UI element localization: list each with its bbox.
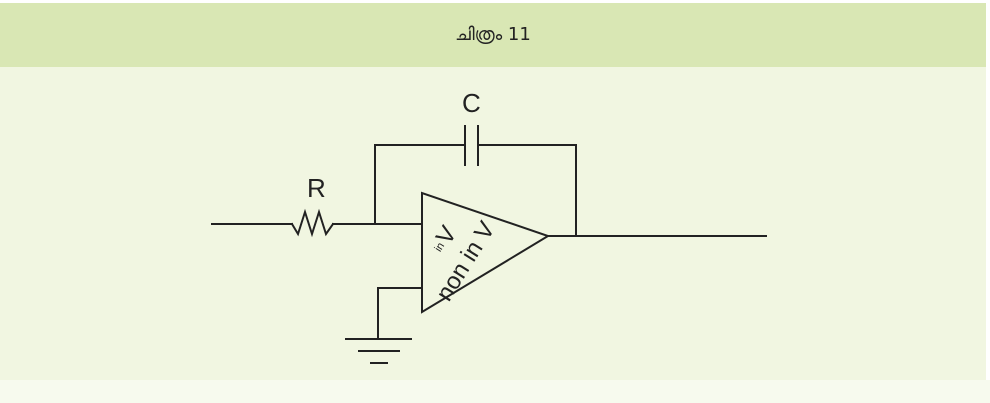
opamp-triangle [421, 191, 551, 314]
capacitor-label: C [462, 88, 481, 118]
figure-caption: ചിത്രം 11 [455, 24, 531, 45]
circuit-panel [0, 67, 986, 380]
figure-header: ചിത്രം 11 [0, 3, 986, 67]
resistor-symbol [290, 208, 335, 238]
bottom-strip [0, 380, 990, 403]
resistor-label: R [307, 173, 326, 203]
